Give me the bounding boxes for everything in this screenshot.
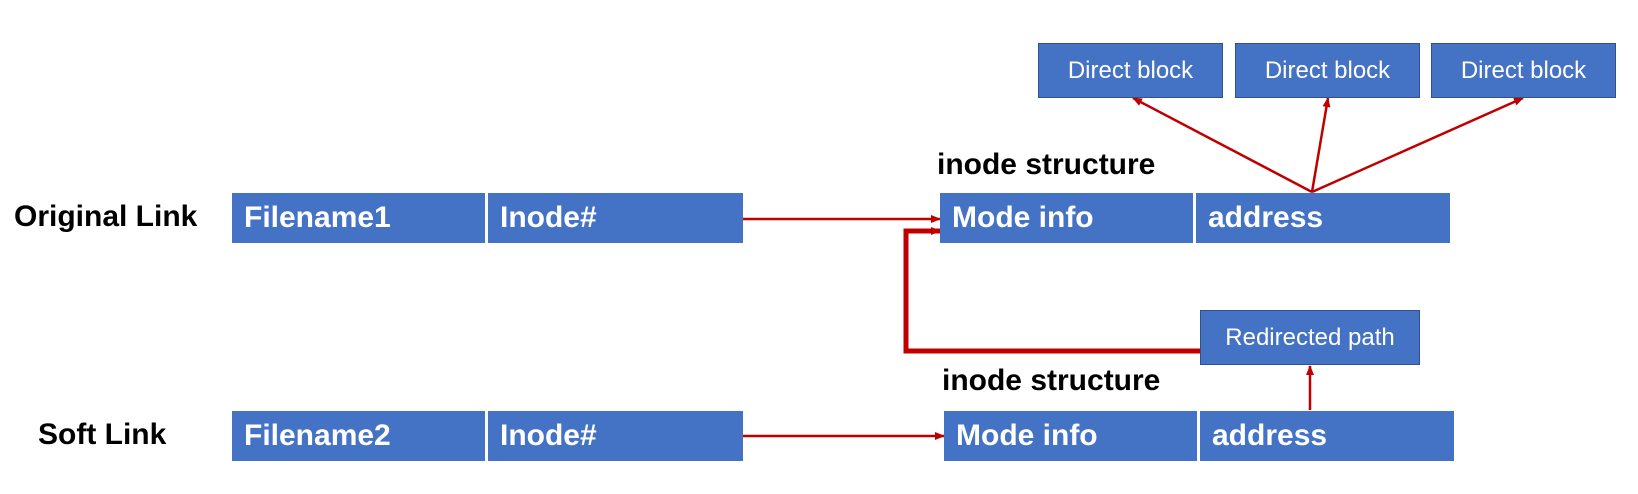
arrow-address-to-direct-block-1 xyxy=(1132,96,1313,194)
original-mode-info-cell: Mode info xyxy=(940,193,1196,243)
original-inode-structure-title: inode structure xyxy=(937,148,1156,181)
soft-link-label: Soft Link xyxy=(38,418,167,451)
redirected-path-block: Redirected path xyxy=(1200,310,1420,365)
original-filename-cell: Filename1 xyxy=(232,193,488,243)
direct-block-1: Direct block xyxy=(1038,43,1223,98)
soft-mode-info-cell: Mode info xyxy=(944,411,1200,461)
arrow-redirected-path-to-original-mode-info xyxy=(903,227,1200,354)
soft-address-cell: address xyxy=(1200,411,1454,461)
original-link-label: Original Link xyxy=(14,200,198,233)
arrow-address-to-direct-block-2 xyxy=(1310,97,1331,193)
original-inode-number-cell: Inode# xyxy=(488,193,743,243)
direct-block-3: Direct block xyxy=(1431,43,1616,98)
soft-filename-cell: Filename2 xyxy=(232,411,488,461)
direct-block-2: Direct block xyxy=(1235,43,1420,98)
soft-inode-structure-title: inode structure xyxy=(942,364,1161,397)
original-address-cell: address xyxy=(1196,193,1450,243)
arrow-address-to-direct-block-3 xyxy=(1311,96,1524,194)
soft-inode-number-cell: Inode# xyxy=(488,411,743,461)
